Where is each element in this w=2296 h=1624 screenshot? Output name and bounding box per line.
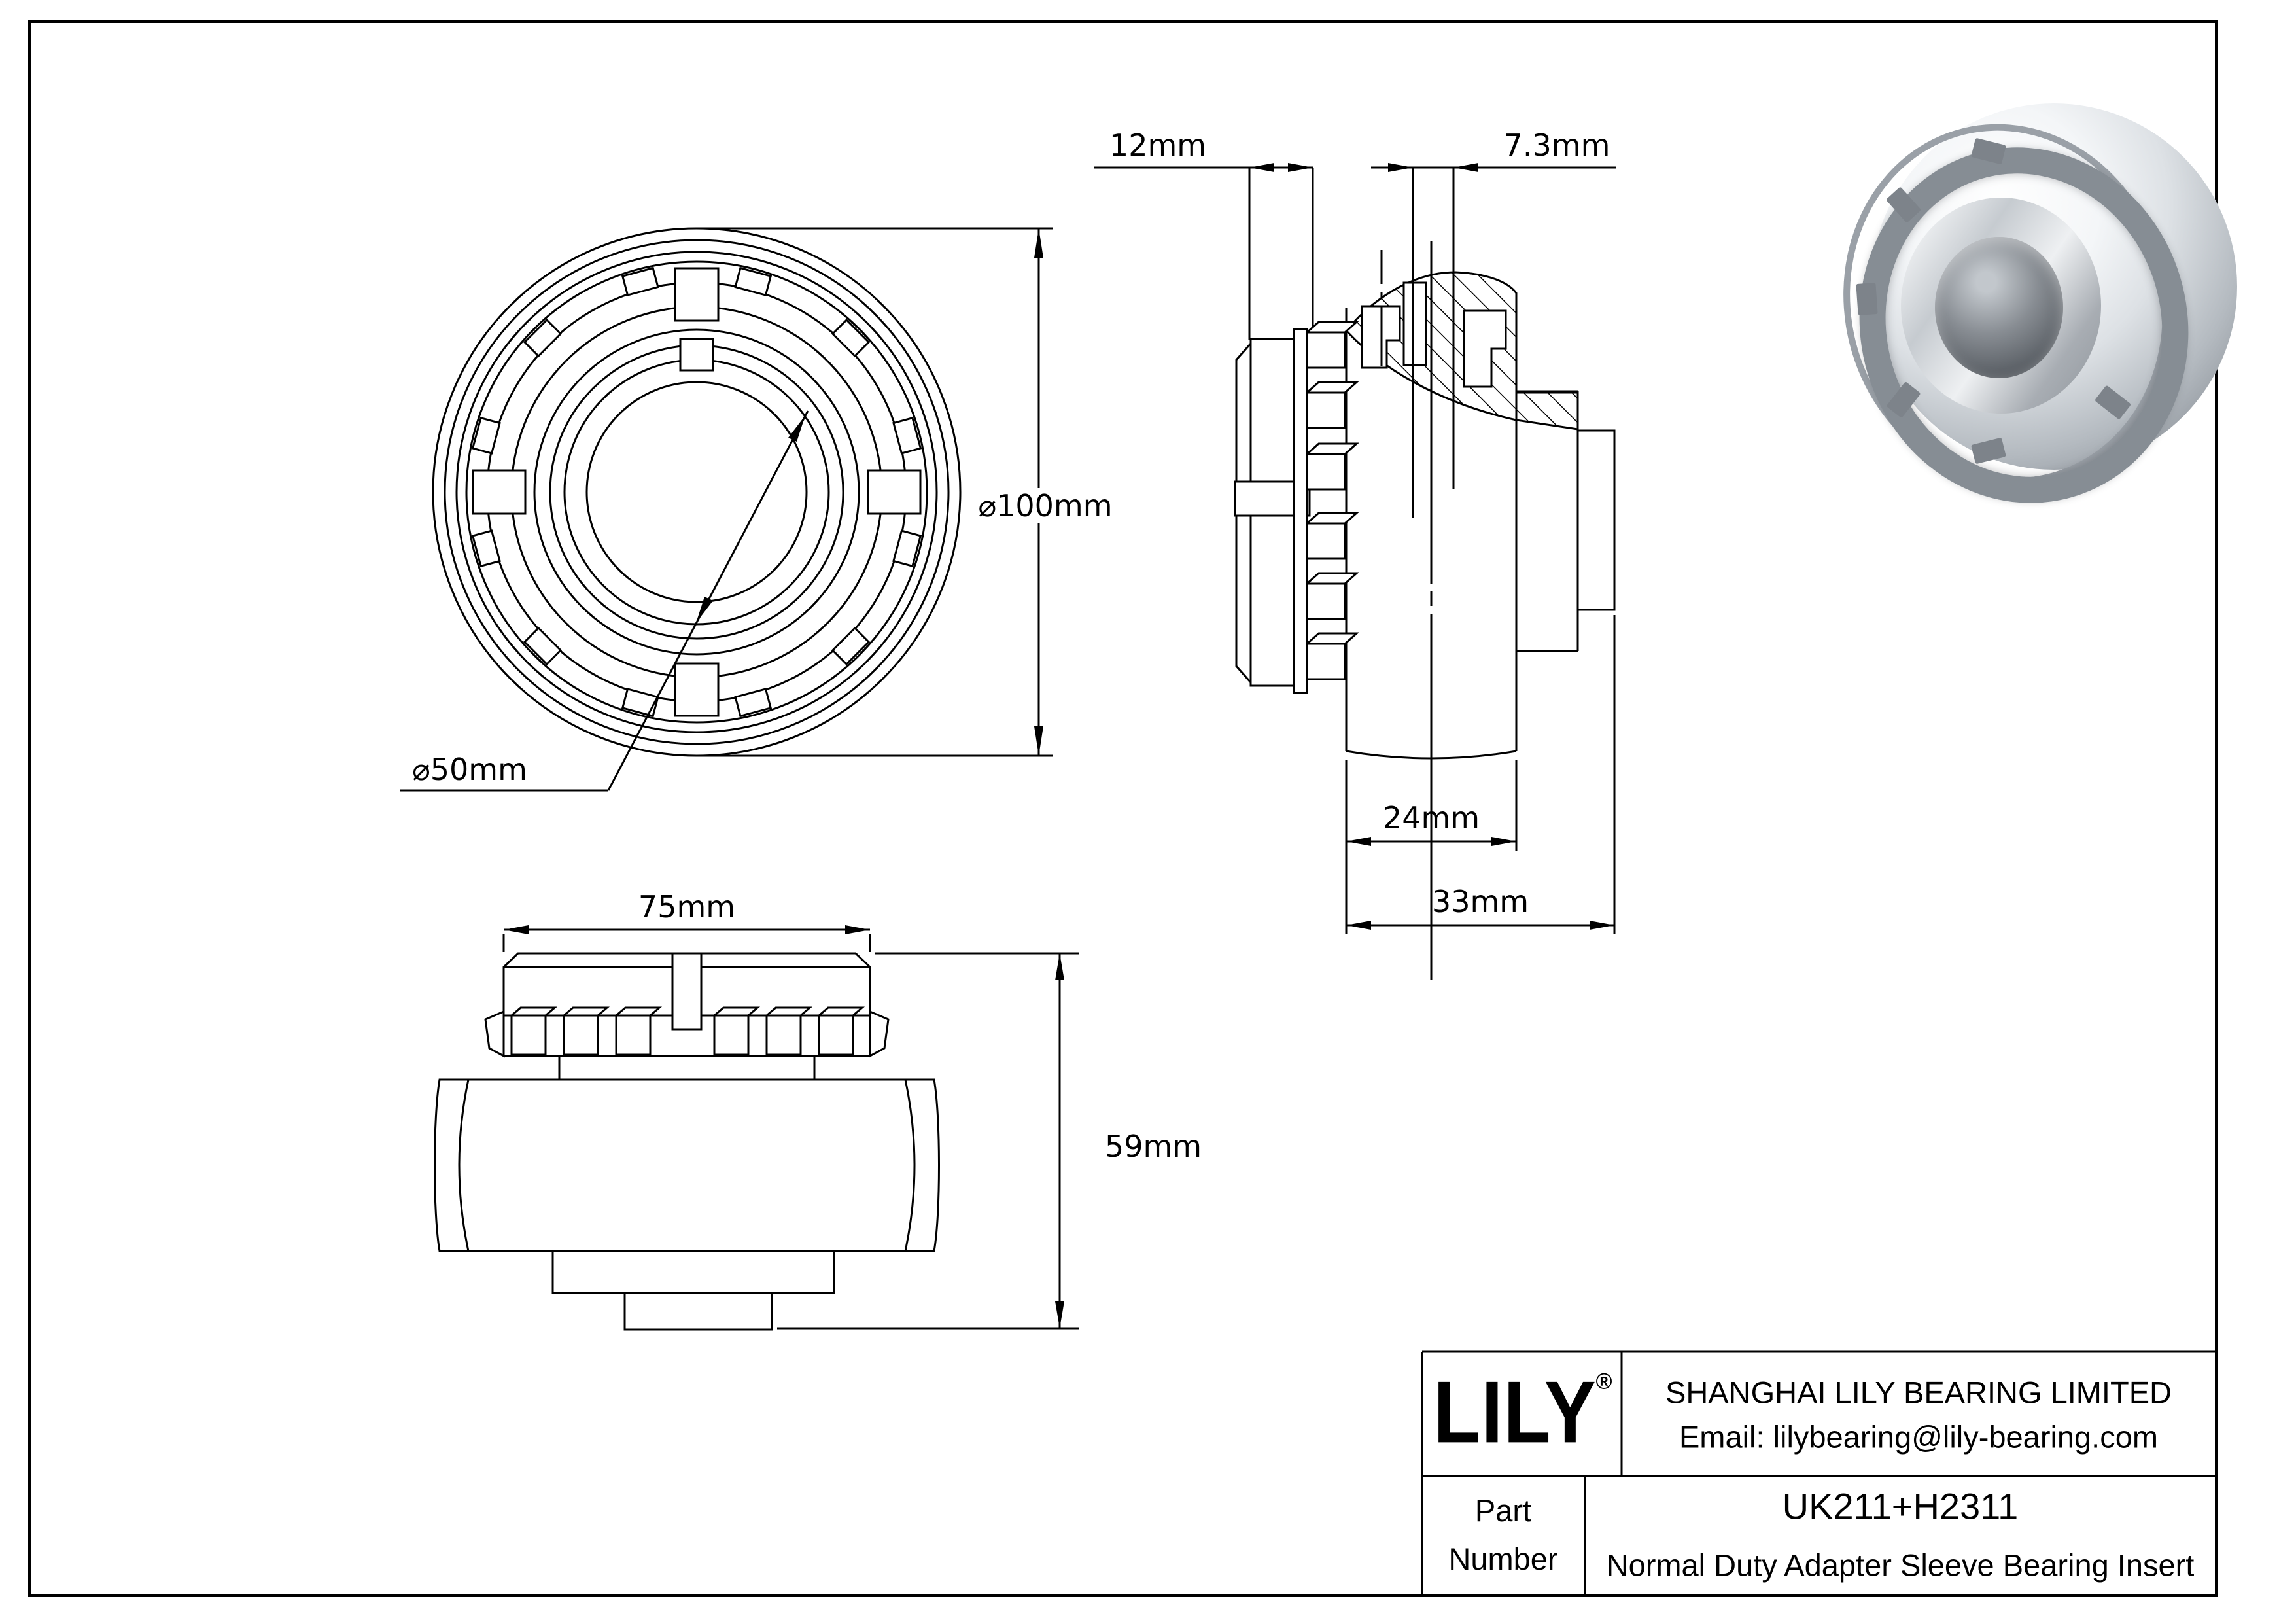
locknut-slots — [472, 267, 922, 717]
section-washer-tangs — [1306, 321, 1359, 680]
dim-nut-width — [1094, 166, 1314, 340]
outer-ring-barrel — [434, 1078, 940, 1252]
dim-total-width — [1345, 615, 1616, 934]
dim-overall-height — [777, 952, 1079, 1330]
tang-render — [1856, 283, 1878, 315]
label-washer-od: 75mm — [638, 889, 736, 925]
label-nut-width: 12mm — [1109, 128, 1207, 163]
washer-tangs — [471, 266, 922, 718]
bore-render — [1935, 237, 2063, 378]
side-view — [434, 925, 1079, 1331]
company-logo: LILY — [1433, 1362, 1597, 1462]
dim-washer-od — [502, 928, 871, 952]
section-locknut — [1234, 321, 1359, 694]
label-lip-width: 7.3mm — [1503, 128, 1610, 163]
dim-inner-width — [1345, 760, 1518, 851]
label-outer-diameter: ⌀100mm — [973, 488, 1118, 523]
part-number-label: Part Number — [1448, 1487, 1557, 1583]
front-view — [400, 227, 1053, 792]
sleeve-keyway-slot — [1402, 281, 1427, 366]
part-description: Normal Duty Adapter Sleeve Bearing Inser… — [1606, 1547, 2195, 1583]
label-total-width: 33mm — [1431, 884, 1529, 919]
company-email: Email: lilybearing@lily-bearing.com — [1679, 1419, 2159, 1455]
dim-bore-diameter — [400, 410, 809, 792]
sheet-border — [28, 20, 2218, 1597]
render-3d — [1805, 89, 2250, 538]
part-number-label-line1: Part — [1474, 1493, 1532, 1528]
label-inner-width: 24mm — [1382, 800, 1480, 836]
centerlines — [1380, 241, 1433, 980]
title-block-grid — [1421, 1350, 2216, 1595]
label-bore-diameter: ⌀50mm — [412, 752, 527, 787]
registered-mark: ® — [1595, 1369, 1612, 1394]
part-number-value: UK211+H2311 — [1782, 1485, 2019, 1527]
company-name: SHANGHAI LILY BEARING LIMITED — [1665, 1375, 2172, 1410]
keyway — [679, 338, 714, 372]
washer-teeth — [484, 1006, 890, 1058]
label-overall-height: 59mm — [1104, 1129, 1202, 1164]
part-number-label-line2: Number — [1448, 1542, 1558, 1576]
section-view — [1094, 163, 1616, 980]
